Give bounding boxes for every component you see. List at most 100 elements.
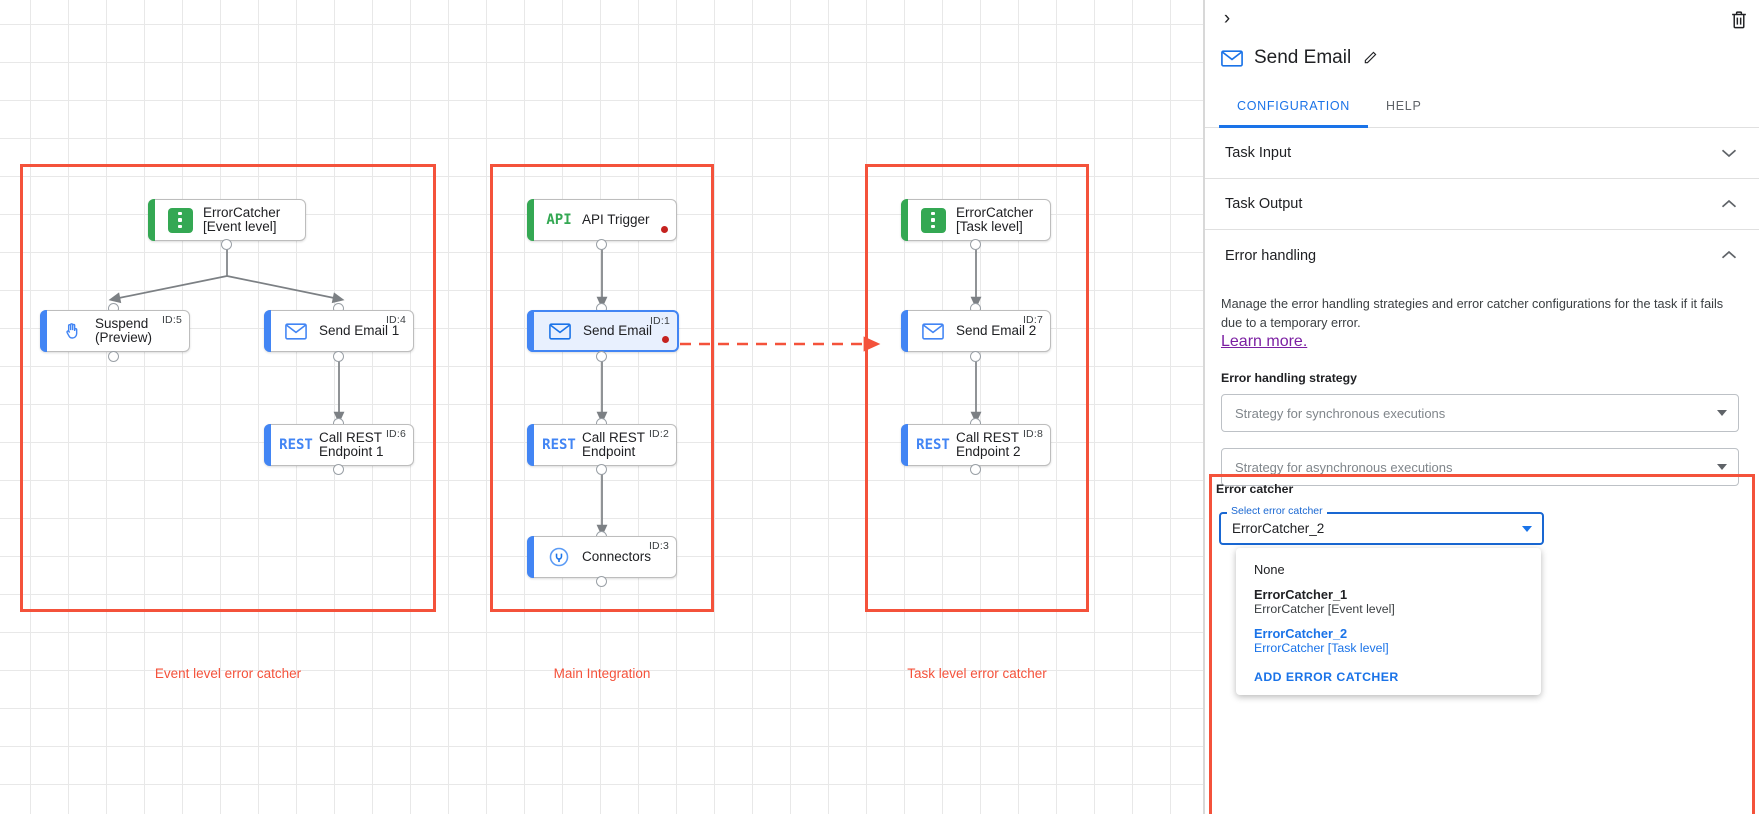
node-port-out[interactable] bbox=[108, 351, 119, 362]
node-suspend[interactable]: Suspend (Preview) ID:5 bbox=[40, 310, 190, 352]
node-label: API Trigger bbox=[582, 212, 650, 227]
rest-icon: REST bbox=[916, 437, 950, 453]
chevron-up-icon bbox=[1721, 249, 1737, 262]
node-accent-bar bbox=[148, 199, 155, 241]
node-label: Send Email 2 bbox=[956, 323, 1037, 338]
menu-item-primary: ErrorCatcher_2 bbox=[1254, 626, 1348, 641]
node-port-out[interactable] bbox=[970, 464, 981, 475]
node-accent-bar bbox=[264, 424, 271, 466]
node-connectors[interactable]: Connectors ID:3 bbox=[527, 536, 677, 578]
node-port-out[interactable] bbox=[596, 239, 607, 250]
node-call-rest-endpoint[interactable]: REST Call REST Endpoint ID:2 bbox=[527, 424, 677, 466]
node-id-tag: ID:6 bbox=[385, 428, 406, 440]
pencil-icon[interactable] bbox=[1362, 50, 1378, 66]
rest-icon: REST bbox=[279, 437, 313, 453]
menu-item-errorcatcher-1[interactable]: ErrorCatcher_1 ErrorCatcher [Event level… bbox=[1236, 582, 1541, 621]
async-strategy-select[interactable]: Strategy for asynchronous executions bbox=[1221, 448, 1739, 486]
chevron-down-icon bbox=[1522, 525, 1532, 532]
panel-tabs: CONFIGURATION HELP bbox=[1205, 88, 1759, 128]
error-handling-strategy-label: Error handling strategy bbox=[1221, 371, 1357, 385]
menu-item-secondary: ErrorCatcher [Event level] bbox=[1254, 602, 1395, 616]
node-errorcatcher-task-level[interactable]: ErrorCatcher [Task level] bbox=[901, 199, 1051, 241]
node-accent-bar bbox=[527, 199, 534, 241]
chevron-down-icon bbox=[1721, 147, 1737, 160]
node-accent-bar bbox=[527, 424, 534, 466]
learn-more-link[interactable]: Learn more. bbox=[1221, 333, 1308, 350]
node-port-out[interactable] bbox=[970, 239, 981, 250]
tab-help[interactable]: HELP bbox=[1386, 99, 1422, 113]
trash-icon[interactable] bbox=[1728, 9, 1750, 31]
node-accent-bar bbox=[527, 310, 534, 352]
accordion-error-handling[interactable]: Error handling bbox=[1205, 230, 1759, 281]
email-icon bbox=[543, 322, 577, 340]
accordion-title: Error handling bbox=[1225, 247, 1317, 264]
sync-strategy-select[interactable]: Strategy for synchronous executions bbox=[1221, 394, 1739, 432]
node-port-out[interactable] bbox=[596, 576, 607, 587]
menu-item-primary: None bbox=[1254, 562, 1285, 577]
node-id-tag: ID:8 bbox=[1022, 428, 1043, 440]
node-label: ErrorCatcher [Task level] bbox=[956, 205, 1034, 234]
sync-strategy-placeholder: Strategy for synchronous executions bbox=[1235, 405, 1446, 421]
chevron-down-icon bbox=[1717, 410, 1727, 416]
node-label: Connectors bbox=[582, 549, 652, 564]
accordion-task-output[interactable]: Task Output bbox=[1205, 179, 1759, 230]
error-catcher-icon bbox=[163, 207, 197, 233]
error-catcher-icon bbox=[916, 207, 950, 233]
node-port-out[interactable] bbox=[970, 351, 981, 362]
hand-icon bbox=[55, 321, 89, 341]
node-label: ErrorCatcher [Event level] bbox=[203, 205, 281, 234]
node-errorcatcher-event-level[interactable]: ErrorCatcher [Event level] bbox=[148, 199, 306, 241]
node-accent-bar bbox=[264, 310, 271, 352]
node-label: Call REST Endpoint bbox=[582, 430, 646, 459]
group-box-main-integration bbox=[490, 164, 714, 612]
node-error-dot bbox=[661, 226, 668, 233]
node-accent-bar bbox=[40, 310, 47, 352]
node-send-email-2[interactable]: Send Email 2 ID:7 bbox=[901, 310, 1051, 352]
node-accent-bar bbox=[901, 199, 908, 241]
group-caption-task-level: Task level error catcher bbox=[907, 666, 1047, 681]
group-caption-event-level: Event level error catcher bbox=[154, 666, 302, 681]
node-api-trigger[interactable]: API API Trigger bbox=[527, 199, 677, 241]
chevron-up-icon bbox=[1721, 198, 1737, 211]
node-accent-bar bbox=[901, 310, 908, 352]
node-id-tag: ID:4 bbox=[385, 314, 406, 326]
menu-item-secondary: ErrorCatcher [Task level] bbox=[1254, 641, 1389, 655]
chevron-right-icon[interactable]: › bbox=[1223, 8, 1231, 29]
node-port-out[interactable] bbox=[221, 239, 232, 250]
node-port-out[interactable] bbox=[333, 464, 344, 475]
integration-canvas[interactable]: ErrorCatcher [Event level] Suspend (Prev… bbox=[0, 0, 1205, 814]
node-call-rest-endpoint-1[interactable]: REST Call REST Endpoint 1 ID:6 bbox=[264, 424, 414, 466]
node-id-tag: ID:5 bbox=[161, 314, 182, 326]
node-call-rest-endpoint-2[interactable]: REST Call REST Endpoint 2 ID:8 bbox=[901, 424, 1051, 466]
node-id-tag: ID:7 bbox=[1022, 314, 1043, 326]
canvas-panel-divider bbox=[1203, 0, 1205, 814]
menu-item-primary: ErrorCatcher_1 bbox=[1254, 587, 1348, 602]
node-accent-bar bbox=[901, 424, 908, 466]
rest-icon: REST bbox=[542, 437, 576, 453]
tab-configuration[interactable]: CONFIGURATION bbox=[1219, 88, 1369, 128]
api-icon: API bbox=[546, 212, 572, 228]
panel-topbar: › bbox=[1205, 0, 1759, 40]
menu-item-errorcatcher-2[interactable]: ErrorCatcher_2 ErrorCatcher [Task level] bbox=[1236, 621, 1541, 660]
node-label: Send Email bbox=[583, 323, 653, 338]
node-send-email[interactable]: Send Email ID:1 bbox=[527, 310, 679, 352]
email-icon bbox=[279, 322, 313, 340]
node-label: Call REST Endpoint 1 bbox=[319, 430, 384, 459]
email-icon bbox=[1221, 49, 1243, 67]
add-error-catcher-button[interactable]: ADD ERROR CATCHER bbox=[1254, 670, 1399, 684]
node-error-dot bbox=[662, 336, 669, 343]
node-port-out[interactable] bbox=[596, 351, 607, 362]
node-label: Send Email 1 bbox=[319, 323, 400, 338]
node-port-out[interactable] bbox=[596, 464, 607, 475]
node-send-email-1[interactable]: Send Email 1 ID:4 bbox=[264, 310, 414, 352]
accordion-task-input[interactable]: Task Input bbox=[1205, 128, 1759, 179]
node-id-tag: ID:1 bbox=[649, 315, 670, 327]
select-error-catcher-dropdown[interactable]: ErrorCatcher_2 bbox=[1219, 512, 1544, 545]
error-catcher-section-label: Error catcher bbox=[1216, 482, 1294, 496]
connectors-icon bbox=[542, 546, 576, 568]
node-port-out[interactable] bbox=[333, 351, 344, 362]
group-box-task-level bbox=[865, 164, 1089, 612]
panel-title-row: Send Email bbox=[1205, 40, 1759, 76]
accordion-title: Task Output bbox=[1225, 196, 1303, 212]
menu-item-none[interactable]: None bbox=[1236, 557, 1541, 582]
